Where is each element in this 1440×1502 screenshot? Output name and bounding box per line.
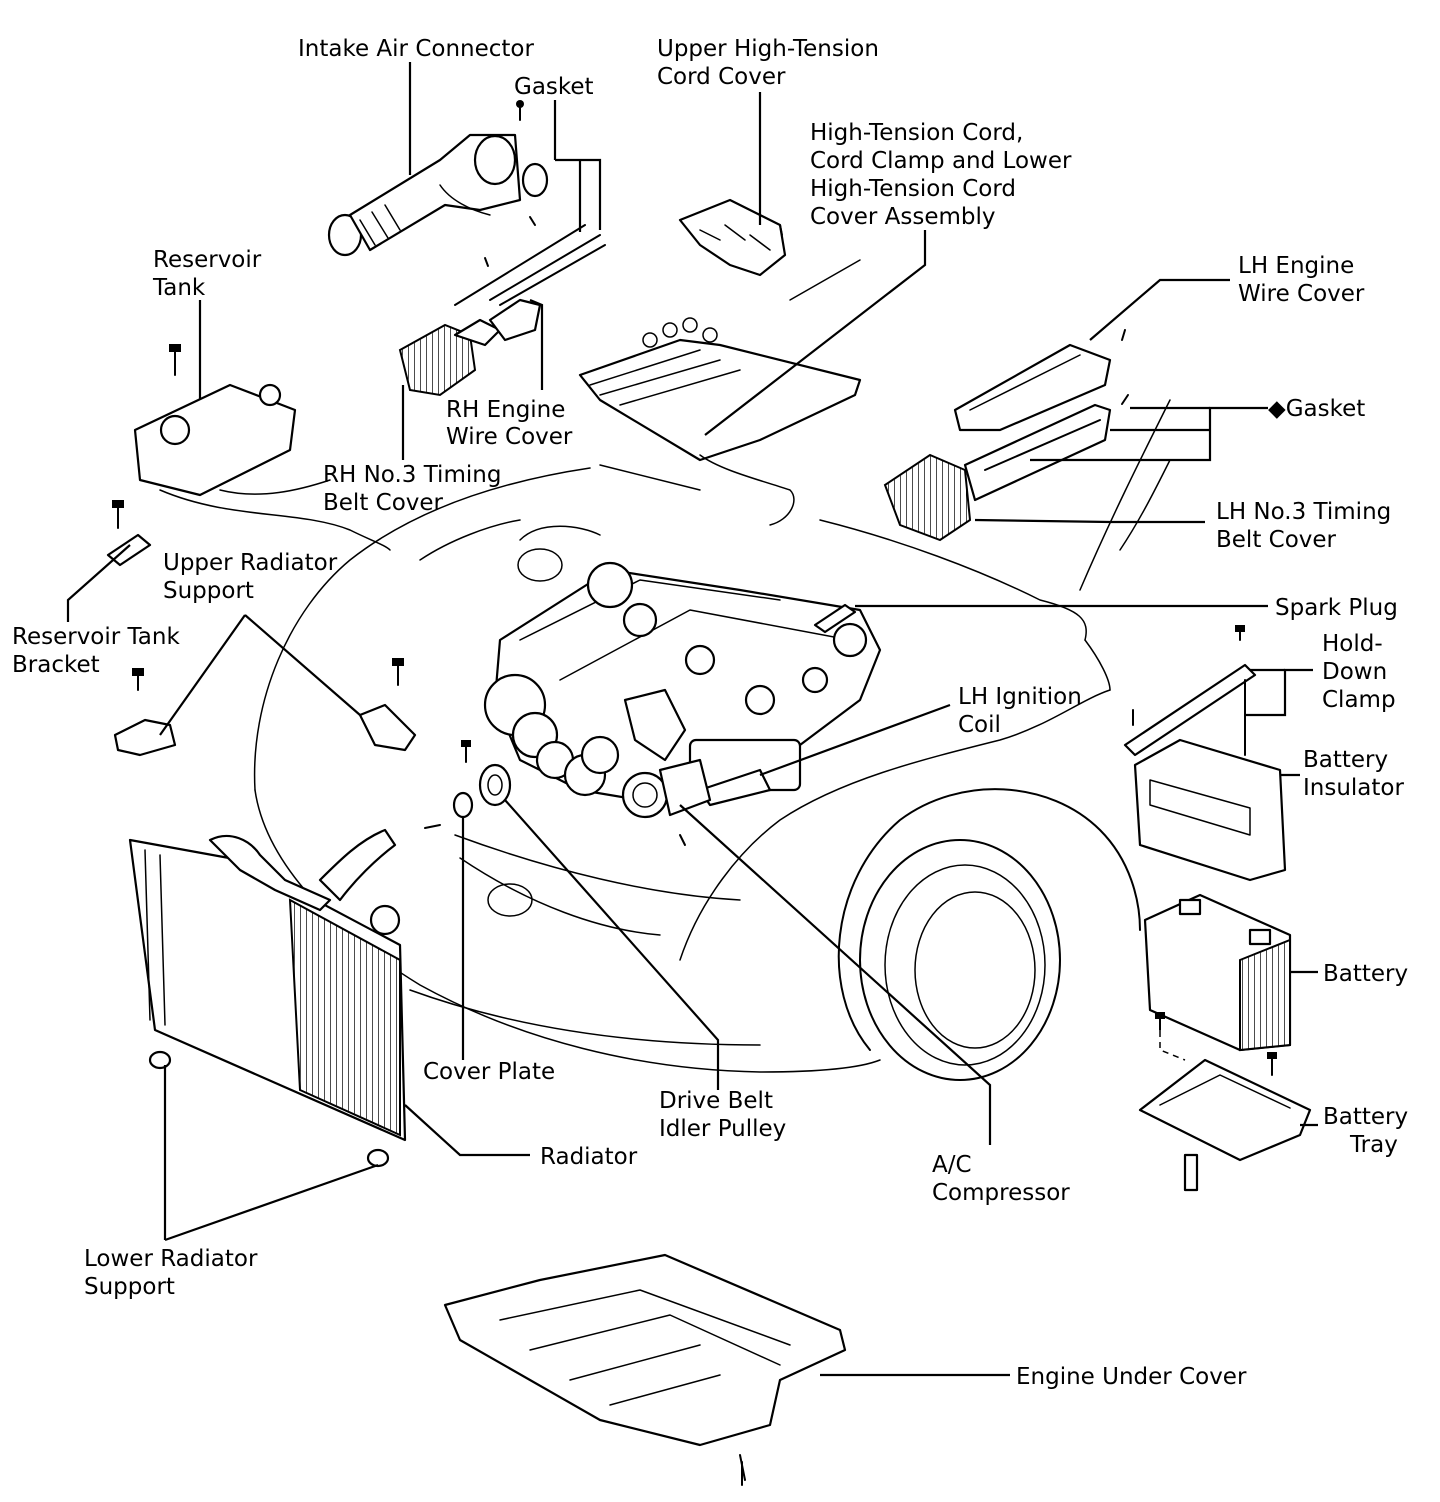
label-hold-down-clamp-line1: Hold- (1322, 631, 1383, 657)
label-hold-down-clamp-line3: Clamp (1322, 687, 1396, 713)
label-gasket-lh: ◆Gasket (1268, 396, 1365, 422)
label-lh-ignition-coil-line2: Coil (958, 712, 1001, 738)
label-gasket-rh: Gasket (514, 74, 594, 100)
label-lh-engine-wire-cover-line2: Wire Cover (1238, 281, 1365, 307)
hold-down-clamp-part (1123, 663, 1257, 757)
label-ht-cord-assembly-line2: Cord Clamp and Lower (810, 148, 1072, 174)
reservoir-tank-bracket-part (106, 533, 152, 567)
label-battery-insulator-line2: Insulator (1303, 775, 1404, 801)
leader-lines (66, 62, 1318, 1377)
label-battery-tray-line1: Battery (1323, 1104, 1408, 1130)
label-ht-cord-assembly-line3: High-Tension Cord (810, 176, 1016, 202)
label-lh-timing-belt-cover-line2: Belt Cover (1216, 527, 1337, 553)
lh-engine-wire-cover-part (953, 343, 1112, 432)
label-rh-timing-belt-cover-line2: Belt Cover (323, 490, 444, 516)
part-labels: Intake Air Connector Gasket Upper High-T… (12, 36, 1408, 1390)
label-reservoir-tank-line1: Reservoir (153, 247, 262, 273)
intake-air-connector-part (327, 133, 549, 257)
ac-compressor-part (621, 758, 712, 819)
label-lh-engine-wire-cover-line1: LH Engine (1238, 253, 1354, 279)
label-upper-ht-cord-cover-line2: Cord Cover (657, 64, 786, 90)
label-rh-engine-wire-cover-line2: Wire Cover (446, 424, 573, 450)
label-lh-ignition-coil-line1: LH Ignition (958, 684, 1082, 710)
label-ac-compressor-line2: Compressor (932, 1180, 1070, 1206)
label-reservoir-tank-bracket-line2: Bracket (12, 652, 100, 678)
lower-radiator-support-parts (148, 1050, 390, 1168)
label-spark-plug: Spark Plug (1275, 595, 1398, 621)
rh-gasket-strips (454, 224, 606, 306)
label-radiator: Radiator (540, 1144, 638, 1170)
label-upper-ht-cord-cover-line1: Upper High-Tension (657, 36, 879, 62)
upper-ht-cord-cover-part (678, 198, 787, 277)
battery-tray-part (1138, 1020, 1312, 1192)
label-rh-timing-belt-cover-line1: RH No.3 Timing (323, 462, 501, 488)
idler-pulley-part (478, 763, 512, 807)
label-battery: Battery (1323, 961, 1408, 987)
label-reservoir-tank-line2: Tank (152, 275, 206, 301)
upper-radiator-support-parts (113, 703, 417, 757)
label-upper-radiator-support-line2: Support (163, 578, 254, 604)
radiator-part (128, 828, 407, 1142)
label-rh-engine-wire-cover-line1: RH Engine (446, 397, 565, 423)
label-reservoir-tank-bracket-line1: Reservoir Tank (12, 624, 180, 650)
label-engine-under-cover: Engine Under Cover (1016, 1364, 1247, 1390)
cover-plate-part (452, 791, 474, 819)
rh-timing-belt-cover-part (398, 318, 502, 397)
label-lh-timing-belt-cover-line1: LH No.3 Timing (1216, 499, 1391, 525)
bolt-icons (112, 100, 1277, 1486)
rh-engine-wire-cover-part (488, 298, 542, 342)
label-drive-belt-idler-pulley-line2: Idler Pulley (659, 1116, 786, 1142)
label-intake-air-connector: Intake Air Connector (298, 36, 534, 62)
battery-insulator-part (1133, 738, 1287, 882)
label-lower-radiator-support-line1: Lower Radiator (84, 1246, 258, 1272)
label-lower-radiator-support-line2: Support (84, 1274, 175, 1300)
label-drive-belt-idler-pulley-line1: Drive Belt (659, 1088, 773, 1114)
battery-part (1143, 893, 1292, 1052)
lh-timing-belt-cover-part (883, 403, 1112, 542)
label-cover-plate: Cover Plate (423, 1059, 555, 1085)
reservoir-tank-part (133, 383, 391, 551)
engine-assembly (483, 561, 882, 807)
label-battery-insulator-line1: Battery (1303, 747, 1388, 773)
label-ht-cord-assembly-line1: High-Tension Cord, (810, 120, 1023, 146)
label-battery-tray-line2: Tray (1349, 1132, 1398, 1158)
label-upper-radiator-support-line1: Upper Radiator (163, 550, 338, 576)
label-hold-down-clamp-line2: Down (1322, 659, 1387, 685)
engine-under-cover-part (443, 1253, 847, 1481)
label-ac-compressor-line1: A/C (932, 1152, 972, 1178)
label-ht-cord-assembly-line4: Cover Assembly (810, 204, 996, 230)
